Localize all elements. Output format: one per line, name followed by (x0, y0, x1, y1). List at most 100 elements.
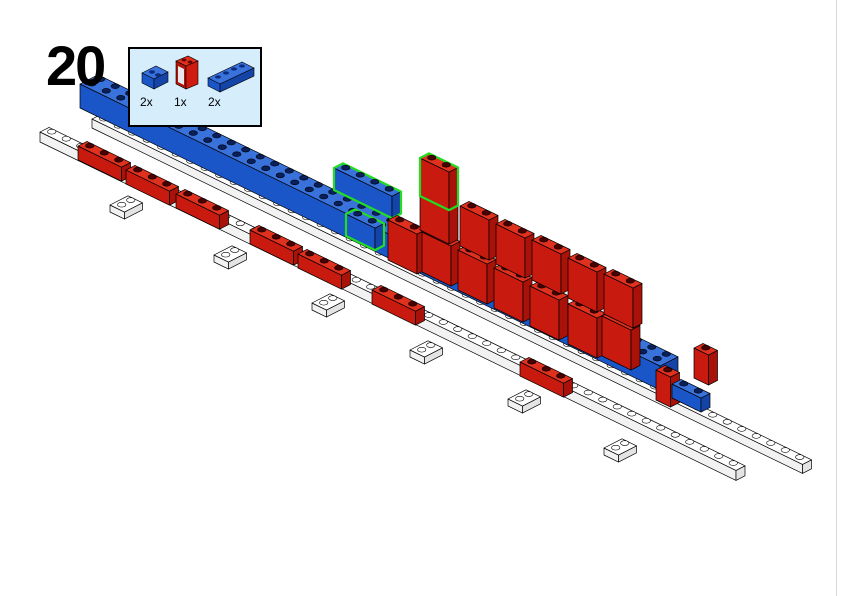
stud (353, 211, 363, 217)
stud (183, 191, 193, 197)
parts-callout: 2x 1x 2x (128, 47, 262, 127)
stud (47, 129, 57, 135)
stud (438, 319, 448, 325)
stud (496, 347, 506, 353)
stud (290, 179, 300, 186)
stud (117, 202, 127, 208)
red-slope-brick (249, 225, 303, 266)
cross-plate (109, 195, 143, 220)
cross-plate (213, 245, 247, 270)
cross-plate (409, 340, 443, 365)
stud (319, 300, 329, 306)
stud (188, 130, 198, 136)
stud (96, 76, 106, 82)
stud (334, 265, 344, 271)
step-number: 20 (46, 34, 106, 97)
red-slope-brick (519, 357, 573, 398)
stud (409, 224, 419, 230)
stud (661, 351, 671, 357)
stud (722, 419, 732, 425)
stud (257, 227, 267, 233)
stud (114, 157, 124, 163)
stud (61, 136, 71, 142)
stud (85, 143, 95, 149)
stud (583, 389, 593, 396)
stud (355, 172, 365, 178)
stud (366, 284, 376, 290)
stud (467, 333, 477, 339)
stud (126, 197, 136, 203)
stud (116, 95, 126, 101)
part-quantity: 2x (140, 95, 153, 109)
stud (539, 237, 549, 243)
stud (232, 151, 242, 157)
stud (524, 391, 534, 397)
blue-brick-1x4-icon (207, 61, 255, 93)
stud (481, 210, 491, 216)
stud (541, 366, 551, 372)
stud (313, 182, 323, 188)
stud (255, 153, 265, 160)
stud (611, 445, 621, 451)
stud (656, 425, 666, 431)
stud (147, 174, 157, 180)
stud (367, 218, 377, 224)
stud (751, 433, 761, 439)
red-slope-brick (371, 285, 425, 326)
new-red-window (418, 152, 460, 212)
stud (652, 355, 662, 362)
stud (384, 186, 394, 192)
stud (693, 388, 703, 394)
stud (304, 186, 314, 193)
stud (679, 381, 689, 387)
stud (217, 144, 227, 150)
stud (395, 217, 405, 223)
stud (685, 439, 695, 445)
red-slope-brick (297, 249, 351, 290)
blue-end-brick (671, 379, 711, 413)
part-quantity: 2x (208, 95, 221, 109)
new-blue-brick-1x4 (332, 162, 403, 220)
stud (503, 221, 513, 227)
stud (230, 247, 240, 253)
red-window (567, 253, 607, 313)
stud (99, 150, 109, 156)
stud (226, 139, 236, 146)
stud (197, 198, 207, 204)
stud (275, 172, 285, 179)
stud (701, 345, 711, 351)
red-window-icon (175, 55, 199, 90)
stud (246, 158, 256, 164)
stud (370, 179, 380, 185)
stud (162, 181, 172, 187)
stud (235, 220, 245, 227)
stud (515, 396, 525, 402)
stud (728, 460, 738, 466)
stud (305, 251, 315, 257)
red-window (529, 281, 569, 341)
stud (341, 165, 351, 171)
stud (212, 132, 222, 139)
stud (101, 88, 111, 94)
red-round-brick (693, 343, 718, 386)
red-slope-brick (77, 141, 131, 182)
stud (261, 165, 271, 172)
stud (270, 161, 280, 167)
stud (737, 426, 747, 432)
stud (556, 373, 566, 379)
new-blue-brick-1x2 (344, 208, 386, 252)
stud (708, 412, 718, 418)
stud (408, 301, 418, 307)
stud (393, 294, 403, 300)
stud (241, 146, 251, 153)
stud (110, 83, 120, 89)
stud (299, 175, 309, 181)
cross-plate (603, 438, 637, 463)
stud (589, 262, 599, 268)
stud (87, 81, 97, 87)
stud (286, 241, 296, 247)
stud (612, 403, 622, 410)
cross-plate (507, 389, 541, 414)
stud (647, 344, 657, 350)
